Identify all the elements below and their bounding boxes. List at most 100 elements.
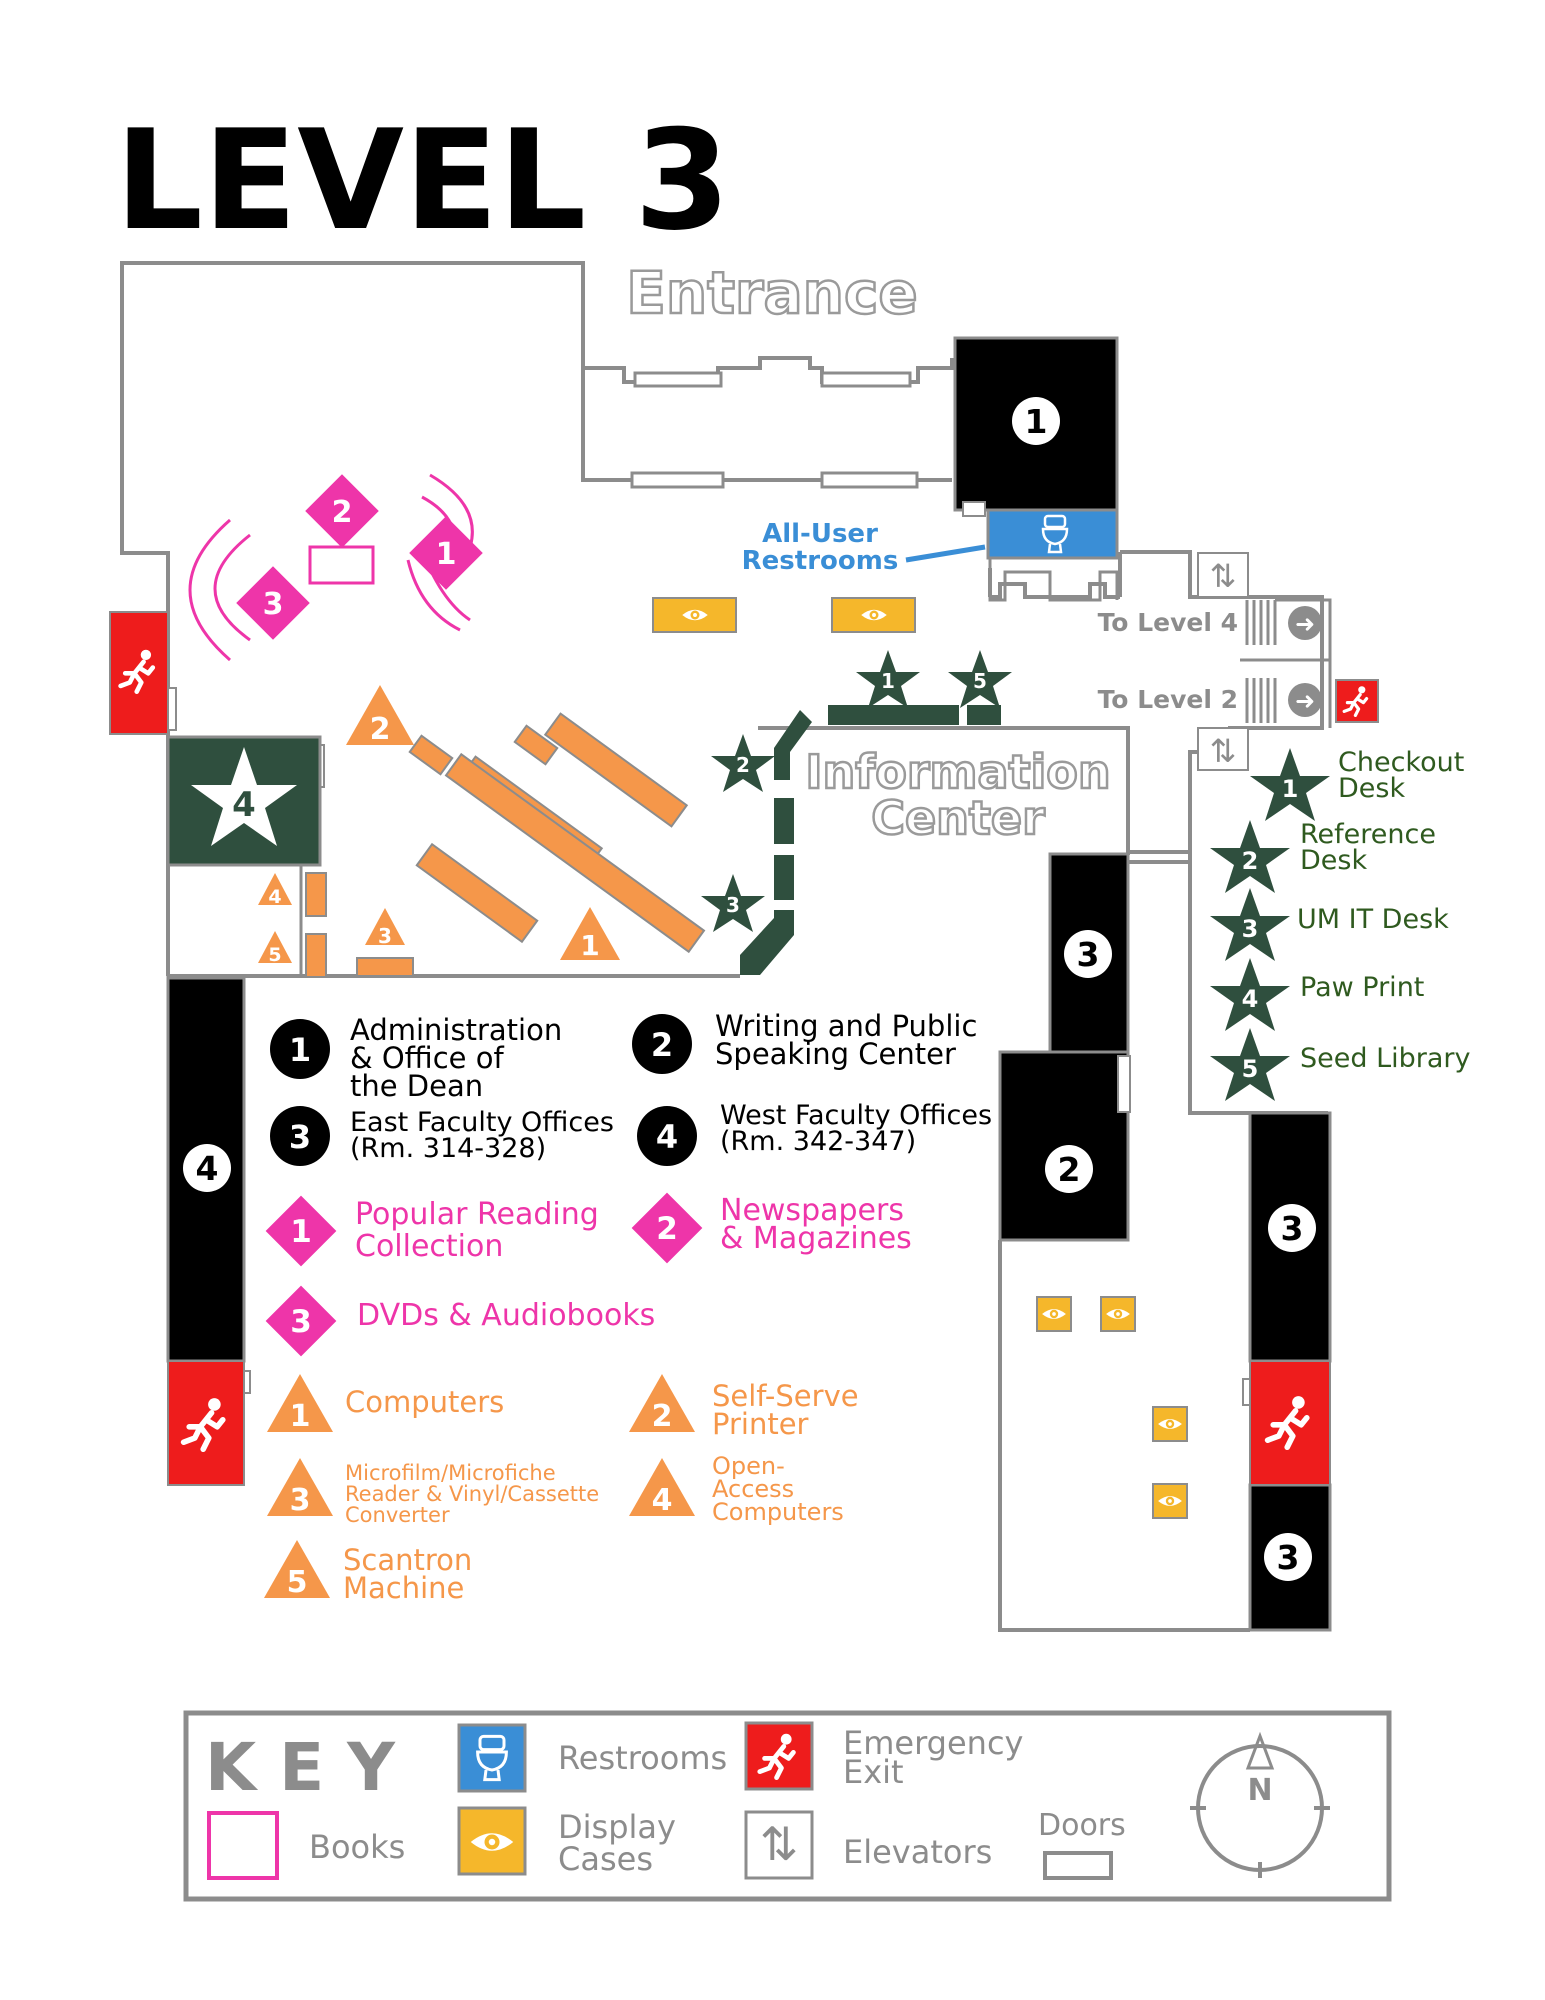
- legend-item-office-3: 3 East Faculty Offices (Rm. 314-328): [270, 1106, 614, 1166]
- svg-text:⇅: ⇅: [1210, 557, 1237, 595]
- legend-item-popular-reading: 1 Popular Reading Collection: [265, 1195, 599, 1267]
- orange-marker-number: 5: [268, 944, 281, 966]
- svg-text:Administration: Administration: [350, 1013, 562, 1047]
- restroom-label-line1: All-User: [762, 519, 878, 549]
- technology-legend: 1 Computers 2 Self-Serve Printer 3 Micro…: [264, 1374, 859, 1605]
- collections-legend: 1 Popular Reading Collection 2 Newspaper…: [265, 1192, 912, 1357]
- svg-text:Exit: Exit: [843, 1753, 904, 1791]
- svg-text:4: 4: [652, 1483, 673, 1518]
- service-desk-legend: 1 Checkout Desk 2 Reference Desk 3 UM IT…: [1210, 747, 1471, 1101]
- books-swatch: [207, 1811, 279, 1880]
- legend-item-um-it-desk: 3 UM IT Desk: [1210, 888, 1449, 961]
- elevator-icon: ⇅: [760, 1817, 799, 1871]
- pink-markers[interactable]: 2 1 3: [236, 474, 483, 640]
- map-key: K E Y Books Restrooms Display Cases Emer…: [183, 1710, 1392, 1902]
- svg-text:Doors: Doors: [1038, 1808, 1126, 1843]
- legend-label: Checkout: [1338, 747, 1464, 778]
- svg-text:West Faculty Offices: West Faculty Offices: [720, 1100, 992, 1131]
- room-number-circles: 1 3 2 3 3 4: [183, 397, 1316, 1581]
- room-number: 1: [1025, 402, 1048, 441]
- svg-text:(Rm. 314-328): (Rm. 314-328): [350, 1133, 546, 1164]
- svg-text:5: 5: [1242, 1055, 1259, 1083]
- svg-text:Restrooms: Restrooms: [558, 1739, 727, 1777]
- svg-text:1: 1: [289, 1031, 311, 1069]
- key-books: Books: [207, 1811, 405, 1880]
- room-number: 2: [1058, 1150, 1081, 1189]
- svg-text:Scantron: Scantron: [343, 1543, 472, 1577]
- svg-text:2: 2: [656, 1211, 678, 1247]
- all-user-restrooms[interactable]: [986, 508, 1119, 602]
- compass-north-label: N: [1247, 1773, 1272, 1808]
- svg-text:Self-Serve: Self-Serve: [712, 1379, 859, 1413]
- svg-text:& Office of: & Office of: [350, 1041, 504, 1075]
- legend-label: Desk: [1300, 845, 1367, 876]
- key-title: K E Y: [205, 1729, 396, 1806]
- room-number: 3: [1281, 1209, 1304, 1248]
- svg-text:Reader & Vinyl/Cassette: Reader & Vinyl/Cassette: [345, 1482, 599, 1506]
- stairs-to-level-4[interactable]: To Level 4: [1098, 608, 1238, 637]
- svg-text:Computers: Computers: [712, 1498, 844, 1526]
- key-display-cases: Display Cases: [457, 1806, 676, 1878]
- legend-item-newspapers: 2 Newspapers & Magazines: [631, 1192, 912, 1264]
- entrance-label: Entrance: [626, 259, 917, 327]
- svg-text:➜: ➜: [1295, 687, 1315, 715]
- room-number: 3: [1077, 935, 1100, 974]
- collections-shelving: [188, 473, 474, 662]
- svg-text:2: 2: [651, 1026, 673, 1064]
- legend-item-office-4: 4 West Faculty Offices (Rm. 342-347): [637, 1100, 992, 1166]
- emergency-exit-icon[interactable]: [109, 611, 169, 735]
- legend-label: Seed Library: [1300, 1043, 1471, 1074]
- entrance-doors: [630, 371, 919, 489]
- svg-text:Writing and Public: Writing and Public: [715, 1009, 977, 1043]
- legend-item-dvds: 3 DVDs & Audiobooks: [265, 1285, 655, 1357]
- emergency-exit-icon[interactable]: [1335, 679, 1379, 723]
- svg-text:⇅: ⇅: [1210, 732, 1237, 770]
- green-marker-number: 2: [736, 753, 750, 777]
- svg-text:3: 3: [290, 1483, 311, 1518]
- orange-markers[interactable]: 2 4 5 3 1: [258, 685, 620, 966]
- svg-text:Popular Reading: Popular Reading: [355, 1197, 599, 1232]
- legend-item-self-serve-printer: 2 Self-Serve Printer: [629, 1374, 859, 1441]
- legend-item-computers: 1 Computers: [267, 1374, 504, 1434]
- room-number: 3: [1277, 1538, 1300, 1577]
- orange-marker-number: 2: [370, 712, 391, 747]
- display-case-icon: [1152, 1406, 1188, 1442]
- legend-label: Reference: [1300, 819, 1436, 850]
- legend-item-checkout-desk: 1 Checkout Desk: [1250, 747, 1464, 821]
- compass-icon: N: [1190, 1731, 1330, 1878]
- svg-text:4: 4: [656, 1118, 678, 1156]
- svg-text:1: 1: [1282, 775, 1299, 803]
- svg-text:1: 1: [290, 1399, 311, 1434]
- svg-text:Printer: Printer: [712, 1407, 809, 1441]
- svg-text:Emergency: Emergency: [843, 1724, 1023, 1762]
- legend-item-paw-print: 4 Paw Print: [1210, 958, 1424, 1031]
- key-restrooms: Restrooms: [457, 1723, 727, 1793]
- restroom-label-line2: Restrooms: [742, 546, 899, 576]
- svg-text:Books: Books: [309, 1828, 405, 1866]
- key-emergency-exit: Emergency Exit: [744, 1721, 1023, 1791]
- svg-text:Cases: Cases: [558, 1840, 653, 1878]
- svg-text:3: 3: [289, 1118, 311, 1156]
- svg-text:DVDs & Audiobooks: DVDs & Audiobooks: [357, 1298, 655, 1333]
- green-star-markers[interactable]: 1 5 2 3: [701, 650, 1012, 932]
- svg-text:& Magazines: & Magazines: [720, 1221, 912, 1256]
- page-title: LEVEL 3: [115, 100, 730, 261]
- display-case-icon: [1152, 1483, 1188, 1519]
- svg-text:(Rm. 342-347): (Rm. 342-347): [720, 1126, 916, 1157]
- emergency-exit-icon[interactable]: [167, 1360, 245, 1486]
- legend-item-scantron: 5 Scantron Machine: [264, 1540, 472, 1605]
- svg-text:➜: ➜: [1295, 610, 1315, 638]
- display-case-icon: [831, 597, 916, 633]
- svg-text:Converter: Converter: [345, 1503, 450, 1527]
- svg-text:Elevators: Elevators: [843, 1833, 992, 1871]
- svg-text:3: 3: [1242, 915, 1259, 943]
- green-marker-number: 3: [726, 893, 740, 917]
- svg-text:Open-: Open-: [712, 1452, 785, 1480]
- emergency-exit-icon[interactable]: [1249, 1360, 1331, 1486]
- stairs-to-level-2[interactable]: To Level 2: [1098, 685, 1238, 714]
- svg-text:Access: Access: [712, 1475, 794, 1503]
- display-cases: [652, 597, 1188, 1519]
- display-case-icon: [1036, 1296, 1072, 1332]
- room-4: [166, 976, 246, 1363]
